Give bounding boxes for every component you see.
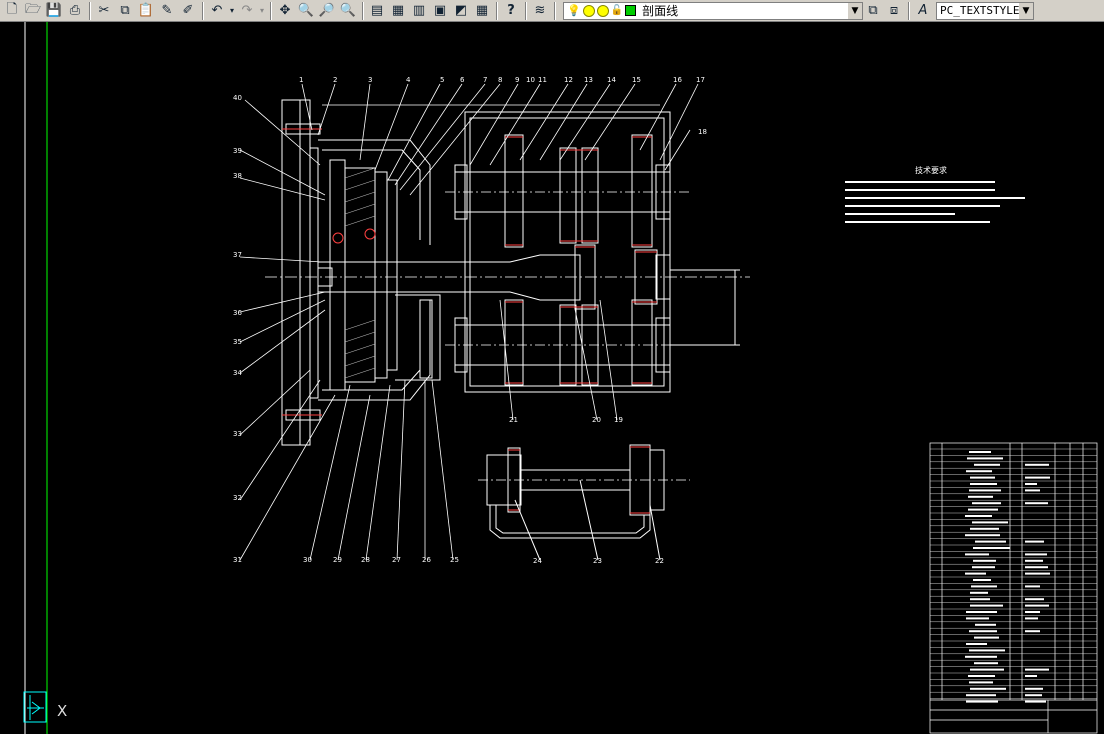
part-label: 20 [592,416,601,424]
parts-list-table [930,443,1097,733]
part-label: 2 [333,76,337,84]
part-label: 26 [422,556,431,564]
part-label: 8 [498,76,502,84]
part-label: 21 [509,416,518,424]
part-label: 35 [233,338,242,346]
part-label: 10 [526,76,535,84]
part-label: 31 [233,556,242,564]
part-label: 27 [392,556,401,564]
part-label: 39 [233,147,242,155]
part-label: 38 [233,172,242,180]
part-label: 5 [440,76,444,84]
leader-lines [240,84,698,560]
part-label: 40 [233,94,242,102]
main-assembly-view [265,100,750,445]
part-label: 28 [361,556,370,564]
part-label: 13 [584,76,593,84]
part-label: 33 [233,430,242,438]
technical-notes-lines [845,181,1025,223]
part-label: 14 [607,76,616,84]
detail-view [478,445,690,560]
part-label: 11 [538,76,547,84]
part-label: 34 [233,369,242,377]
part-label: 6 [460,76,465,84]
parts-list-rows [930,449,1097,699]
left-flange [282,100,310,445]
part-label: 30 [303,556,312,564]
technical-notes-title: 技术要求 [915,165,947,175]
part-label: 19 [614,416,623,424]
part-label: 9 [515,76,519,84]
part-label: 29 [333,556,342,564]
part-label: 4 [406,76,411,84]
part-label: 36 [233,309,242,317]
part-label: 24 [533,557,542,565]
part-label: 16 [673,76,682,84]
part-label: 3 [368,76,372,84]
part-label: 1 [299,76,303,84]
part-label: 32 [233,494,242,502]
part-label: 7 [483,76,487,84]
ucs-icon [22,690,48,730]
part-label: 15 [632,76,641,84]
part-label: 18 [698,128,707,136]
ucs-x-axis-label: X [57,702,67,720]
part-label: 25 [450,556,459,564]
part-label: 37 [233,251,242,259]
part-label: 12 [564,76,573,84]
part-label: 17 [696,76,705,84]
